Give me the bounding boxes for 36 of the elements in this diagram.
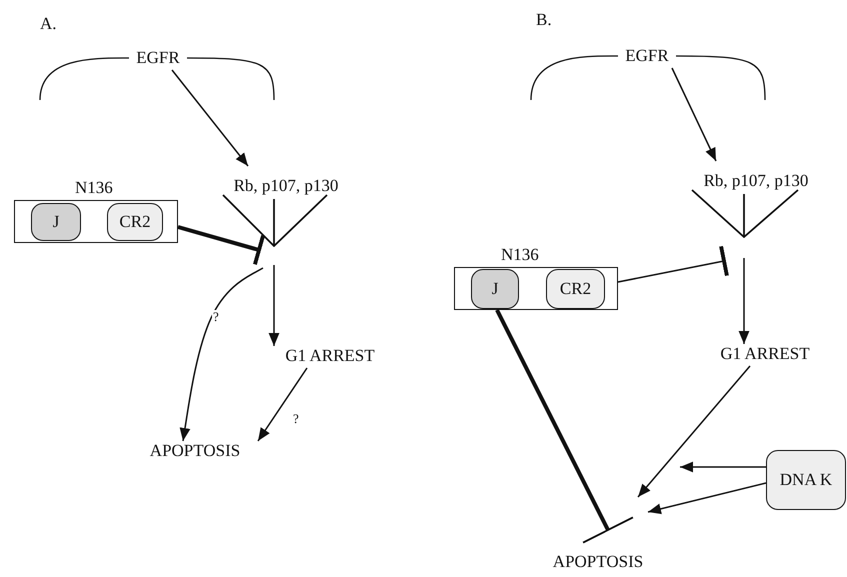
node-label: CR2 — [558, 279, 592, 299]
inhibition-line — [495, 309, 634, 544]
domain-box — [471, 269, 519, 309]
arrow — [648, 482, 766, 514]
node-label: Rb, p107, p130 — [232, 176, 340, 196]
arrow — [268, 265, 280, 346]
domain-box — [107, 203, 163, 241]
arrow — [738, 258, 750, 344]
panel-label: B. — [536, 10, 552, 30]
arrow — [171, 70, 249, 166]
edge-label: ? — [212, 310, 220, 324]
inhibition-line — [177, 225, 266, 265]
domain-box — [766, 450, 846, 510]
node-label: J — [52, 212, 60, 232]
node-label: G1 ARREST — [719, 344, 811, 364]
node-label: G1 ARREST — [284, 346, 376, 366]
node-label: EGFR — [624, 46, 670, 66]
protein-name: N136 — [501, 245, 539, 265]
arrow — [180, 267, 264, 442]
node-label: APOPTOSIS — [148, 441, 242, 461]
domain-box — [31, 203, 81, 241]
node-label: APOPTOSIS — [552, 552, 644, 572]
protein-name: N136 — [75, 178, 113, 198]
arrow — [671, 68, 717, 162]
edge-label: ? — [292, 412, 300, 426]
node-label: EGFR — [135, 48, 181, 68]
node-label: Rb, p107, p130 — [702, 171, 810, 191]
arrow — [257, 368, 308, 442]
arrow — [637, 366, 751, 498]
node-label: CR2 — [118, 212, 152, 232]
domain-box — [546, 269, 605, 309]
node-label: J — [490, 279, 500, 299]
panel-label: A. — [40, 14, 57, 34]
inhibition-line — [618, 246, 729, 283]
node-label: DNA K — [778, 470, 834, 490]
arrow — [680, 462, 766, 472]
